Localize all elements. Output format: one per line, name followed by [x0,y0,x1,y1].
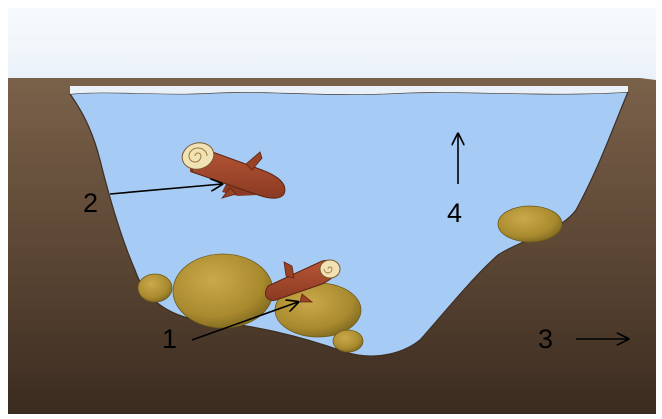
boulder-right-bank [498,206,562,242]
label-3: 3 [538,326,553,353]
pebble-bottom [333,330,363,352]
pebble-left [138,274,172,302]
label-2: 2 [83,190,98,217]
label-1: 1 [162,326,177,353]
water-surface-ice [70,86,628,94]
label-4: 4 [447,200,462,227]
